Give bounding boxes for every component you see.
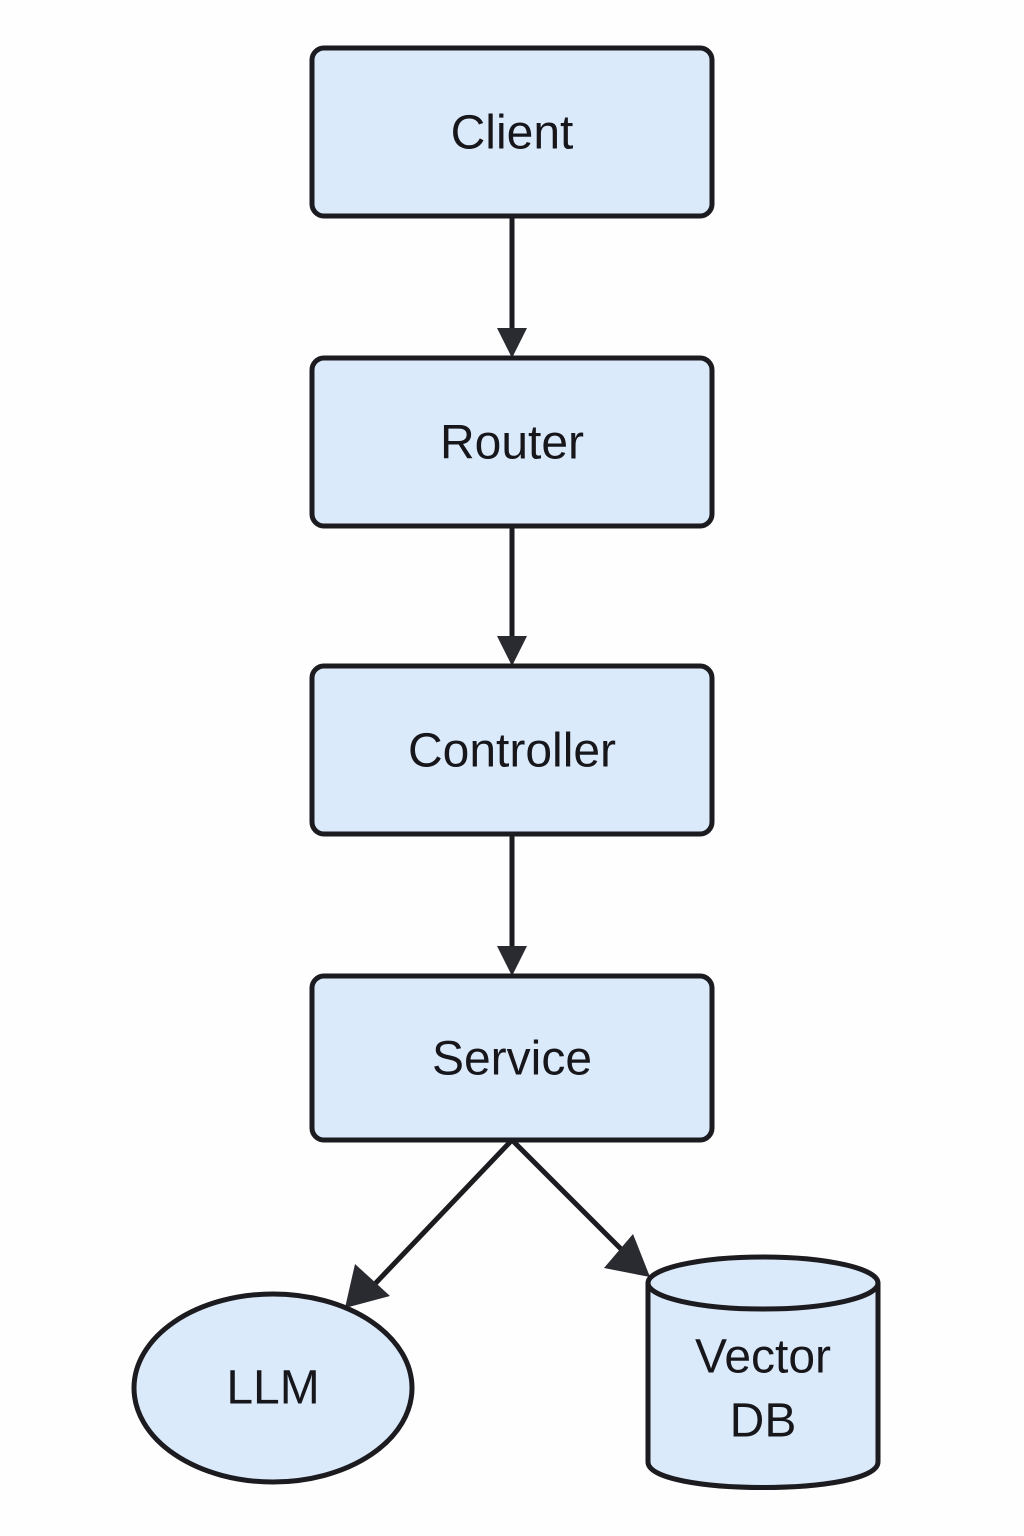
edge-service-llm [345,1138,514,1308]
node-controller-shape[interactable] [309,663,715,837]
node-llm-label: LLM [226,1362,319,1415]
node-llm[interactable]: LLM [131,1291,415,1485]
node-controller[interactable]: Controller [309,663,715,837]
edge-router-controller-arrowhead [497,636,527,666]
node-llm-shape[interactable] [131,1291,415,1485]
node-service[interactable]: Service [309,973,715,1143]
node-controller-label: Controller [408,725,616,778]
edge-client-router-arrowhead [497,328,527,358]
edge-router-controller [497,526,527,666]
node-client-label: Client [451,107,574,160]
node-router-label: Router [440,417,584,470]
edge-service-vectordb-arrowhead [604,1234,650,1277]
edge-controller-service-arrowhead [497,946,527,976]
node-service-label: Service [432,1033,592,1086]
edge-controller-service [497,834,527,976]
edge-service-vectordb-line [510,1138,628,1256]
node-router-shape[interactable] [309,355,715,529]
node-router[interactable]: Router [309,355,715,529]
node-service-shape[interactable] [309,973,715,1143]
edge-service-llm-arrowhead [345,1264,390,1308]
node-client-shape[interactable] [309,45,715,219]
node-vectordb[interactable]: Vector DB [645,1254,881,1490]
node-vectordb-label-line1: Vector [695,1331,831,1384]
node-vectordb-top-ellipse [645,1254,881,1312]
edge-service-vectordb [510,1138,650,1277]
node-vectordb-label-line2: DB [730,1395,797,1448]
edge-service-llm-line [369,1138,514,1290]
node-vectordb-body[interactable] [645,1280,881,1490]
node-client[interactable]: Client [309,45,715,219]
edge-client-router [497,216,527,358]
